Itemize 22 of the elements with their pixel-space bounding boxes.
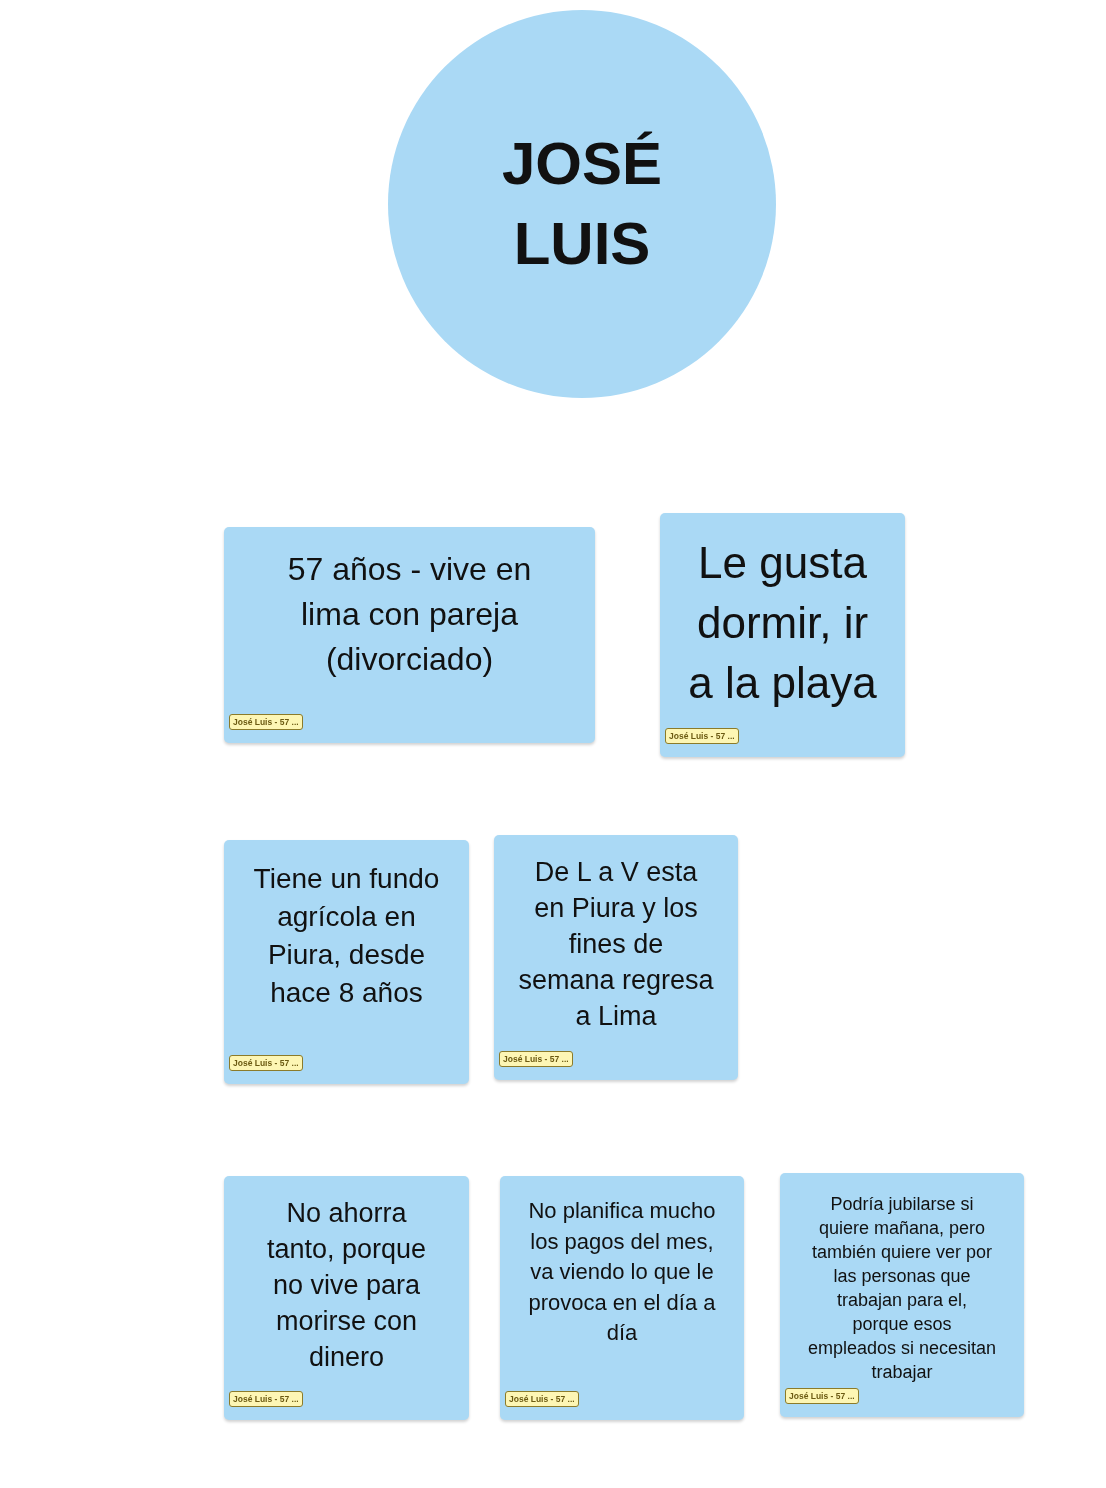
name-tag: José Luis - 57 ... bbox=[665, 728, 739, 744]
note-text: 57 años - vive en lima con pareja (divorciado) bbox=[286, 550, 533, 679]
note-text: No ahorra tanto, porque no vive para morirse con dinero bbox=[265, 1197, 428, 1374]
name-tag: José Luis - 57 ... bbox=[229, 714, 303, 730]
sticky-note bbox=[224, 840, 469, 1084]
note-text: De L a V esta en Piura y los fines de semana regresa a Lima bbox=[517, 856, 715, 1033]
name-tag: José Luis - 57 ... bbox=[785, 1388, 859, 1404]
name-tag: José Luis - 57 ... bbox=[229, 1055, 303, 1071]
note-text: Tiene un fundo agrícola en Piura, desde hace 8 años bbox=[252, 862, 441, 1010]
note-text: Le gusta dormir, ir a la playa bbox=[687, 537, 878, 709]
note-text: No planifica mucho los pagos del mes, va viendo lo que le provoca en el día a día bbox=[527, 1197, 717, 1347]
sticky-note bbox=[780, 1173, 1024, 1417]
name-tag: José Luis - 57 ... bbox=[505, 1391, 579, 1407]
sticky-note bbox=[500, 1176, 744, 1420]
name-tag: José Luis - 57 ... bbox=[229, 1391, 303, 1407]
persona-name: JOSÉ LUIS bbox=[500, 129, 664, 279]
sticky-note bbox=[224, 527, 595, 743]
sticky-note bbox=[660, 513, 905, 757]
note-text: Podría jubilarse si quiere mañana, pero también quiere ver por las personas que trabajan para el, porque esos empleados si necesitan trabajar bbox=[807, 1193, 997, 1384]
sticky-note bbox=[494, 835, 738, 1080]
name-tag: José Luis - 57 ... bbox=[499, 1051, 573, 1067]
sticky-note bbox=[224, 1176, 469, 1420]
